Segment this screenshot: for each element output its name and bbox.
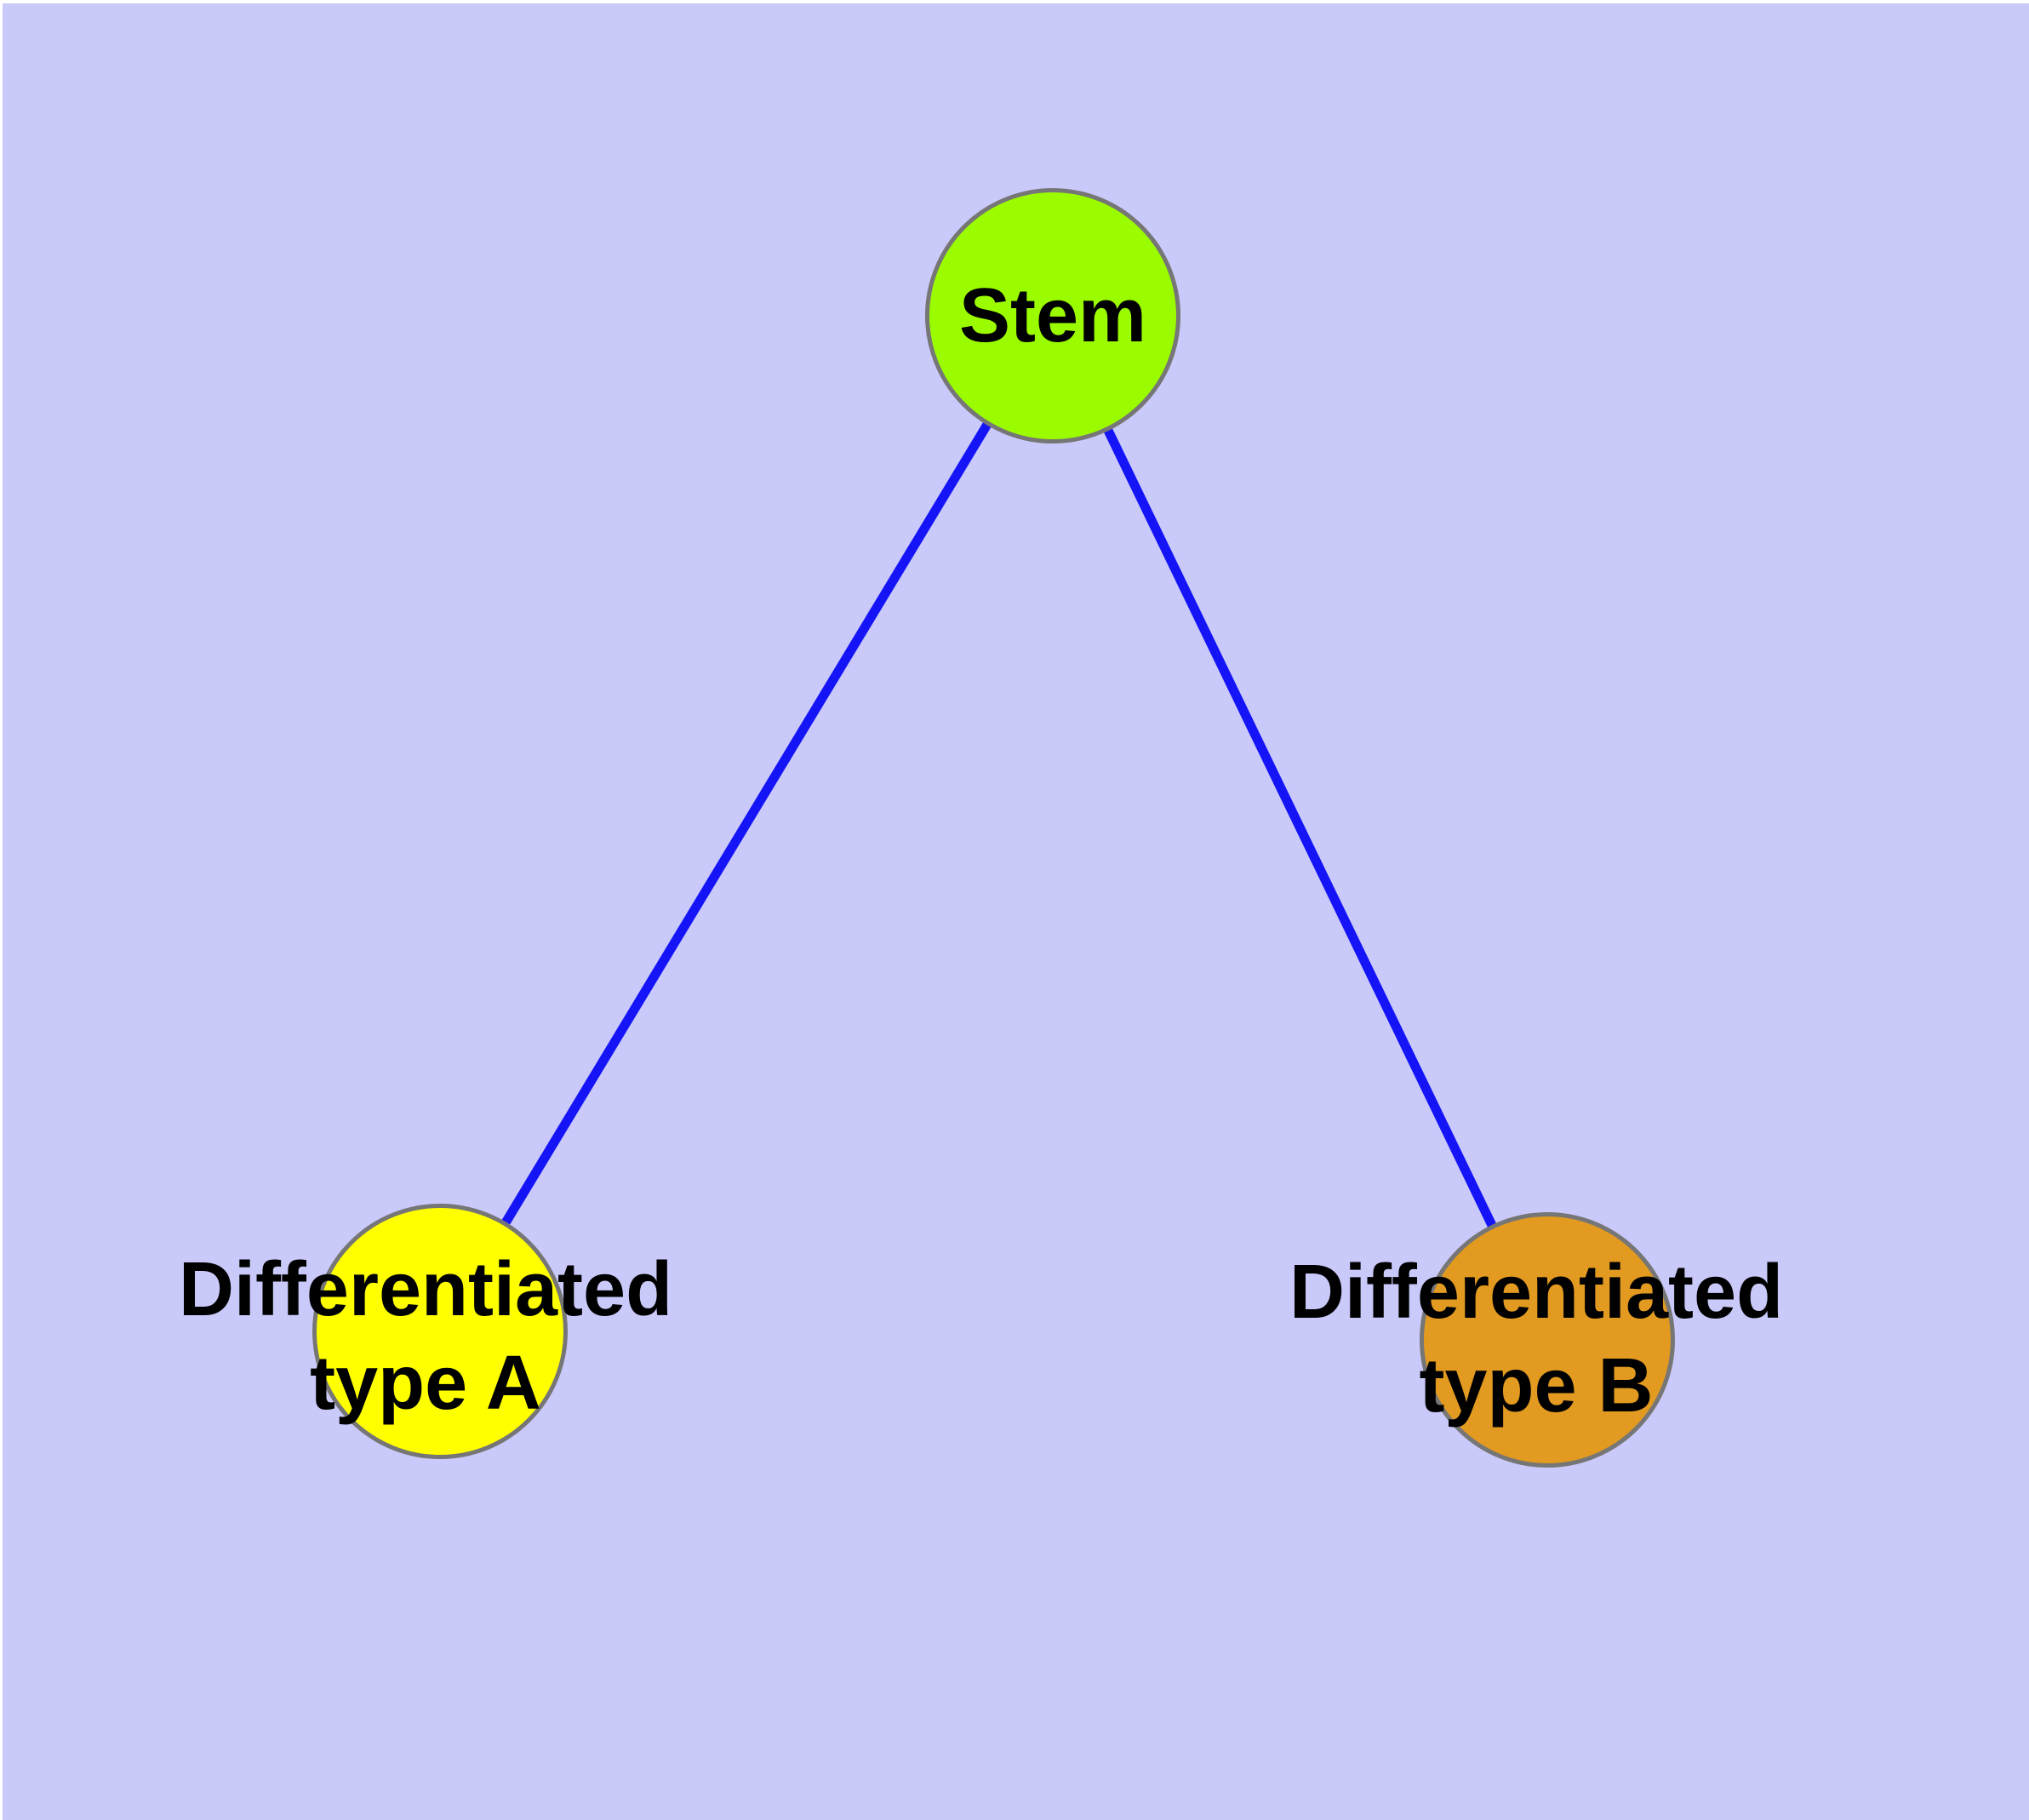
node-differentiated-type-b-label: Differentiated type B [1289,1245,1783,1433]
edge-stem-to-type-b [1049,313,1552,1342]
label-line: Differentiated [178,1247,673,1332]
node-stem-label: Stem [958,273,1147,358]
label-line: type A [310,1341,541,1426]
node-differentiated-type-a-label: Differentiated type A [179,1243,672,1430]
label-line: type B [1419,1343,1654,1428]
node-differentiated-type-a [312,1204,568,1459]
edge-stem-to-type-a [436,313,1057,1334]
node-differentiated-type-b [1420,1212,1675,1468]
node-stem: Stem [925,188,1180,444]
label-line: Differentiated [1289,1250,1784,1335]
